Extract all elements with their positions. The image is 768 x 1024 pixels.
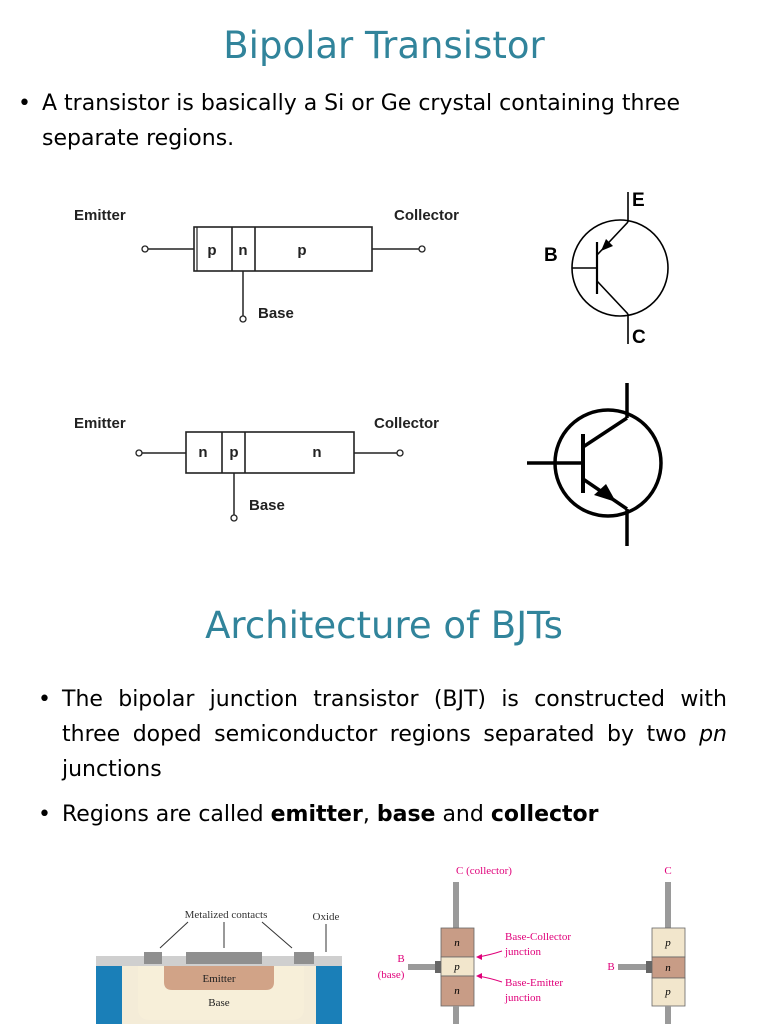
- pnp-collector-label: Collector: [394, 207, 459, 224]
- npn-region-emitter: n: [198, 444, 207, 461]
- slide-title-architecture: Architecture of BJTs: [205, 604, 563, 647]
- npn-structure: C (collector) n p n B (base) Base-Collec…: [378, 865, 571, 1024]
- npn-structure-base-paren: (base): [378, 969, 405, 981]
- bullet-bjt-construction: • The bipolar junction transistor (BJT) …: [38, 682, 727, 787]
- bullet-marker: •: [18, 91, 31, 116]
- npn-base-label: Base: [249, 497, 285, 514]
- bullet2-base: base: [376, 802, 436, 827]
- bullet2-collector: collector: [490, 802, 599, 827]
- pnp-region-emitter: p: [207, 242, 216, 259]
- slide-title-bipolar: Bipolar Transistor: [223, 24, 545, 67]
- pnp-region-collector: p: [297, 242, 306, 259]
- bullet2-prefix: Regions are called: [62, 802, 271, 827]
- bullet1-text: The bipolar junction transistor (BJT) is…: [62, 687, 727, 747]
- npn-structure-collector: C (collector): [456, 865, 512, 877]
- cross-base-label: Base: [208, 997, 230, 1009]
- bullet2-sep2: and: [435, 802, 491, 827]
- pnp-structure-b: B: [607, 961, 614, 973]
- pnp-structure: C p n p B: [607, 865, 686, 1024]
- bullet-transistor-definition: • A transistor is basically a Si or Ge c…: [18, 86, 752, 156]
- pnp-symbol-b: B: [544, 245, 558, 266]
- pnp-symbol-e: E: [632, 190, 645, 211]
- npn-emitter-label: Emitter: [74, 415, 126, 432]
- npn-structure-b: B: [397, 953, 404, 965]
- bc-junction-line1: Base-Collector: [505, 931, 571, 943]
- bullet-marker: •: [38, 687, 51, 712]
- bullet2-sep1: ,: [362, 802, 377, 827]
- pnp-structure-p2: p: [664, 986, 671, 998]
- pnp-region-base: n: [238, 242, 247, 259]
- pnp-symbol: E B C: [544, 190, 669, 348]
- bullet1-italic: pn: [699, 722, 727, 747]
- bullet-text: A transistor is basically a Si or Ge cry…: [42, 91, 681, 151]
- npn-region-collector: n: [312, 444, 321, 461]
- npn-crystal: [185, 431, 355, 474]
- oxide-label: Oxide: [313, 911, 340, 923]
- pnp-symbol-c: C: [632, 327, 646, 348]
- npn-region-base: p: [229, 444, 238, 461]
- bullet2-emitter: emitter: [270, 802, 363, 827]
- pnp-base-label: Base: [258, 305, 294, 322]
- cross-emitter-label: Emitter: [203, 973, 236, 985]
- bullet-region-names: • Regions are called emitter, base and c…: [38, 797, 727, 832]
- npn-collector-label: Collector: [374, 415, 439, 432]
- be-junction-line2: junction: [504, 992, 542, 1004]
- pnp-emitter-label: Emitter: [74, 207, 126, 224]
- pnp-structure-c: C: [664, 865, 671, 877]
- pnp-crystal: [193, 226, 373, 272]
- npn-structure-n2: n: [454, 985, 460, 997]
- npn-block-diagram: Emitter Collector n p n Base: [74, 415, 439, 522]
- npn-structure-p: p: [453, 961, 460, 973]
- npn-symbol: [527, 383, 663, 546]
- pnp-structure-n: n: [665, 962, 671, 974]
- bullet1-end: junctions: [62, 757, 162, 782]
- bullet-marker: •: [38, 802, 51, 827]
- pnp-block-diagram: Emitter Collector p n p Base: [74, 207, 459, 323]
- npn-structure-n1: n: [454, 937, 460, 949]
- metalized-contacts-label: Metalized contacts: [185, 909, 268, 921]
- bc-junction-line2: junction: [504, 946, 542, 958]
- be-junction-line1: Base-Emitter: [505, 977, 563, 989]
- bjt-cross-section: Metalized contacts Oxide Emitter Base: [78, 850, 352, 1024]
- pnp-structure-p1: p: [664, 937, 671, 949]
